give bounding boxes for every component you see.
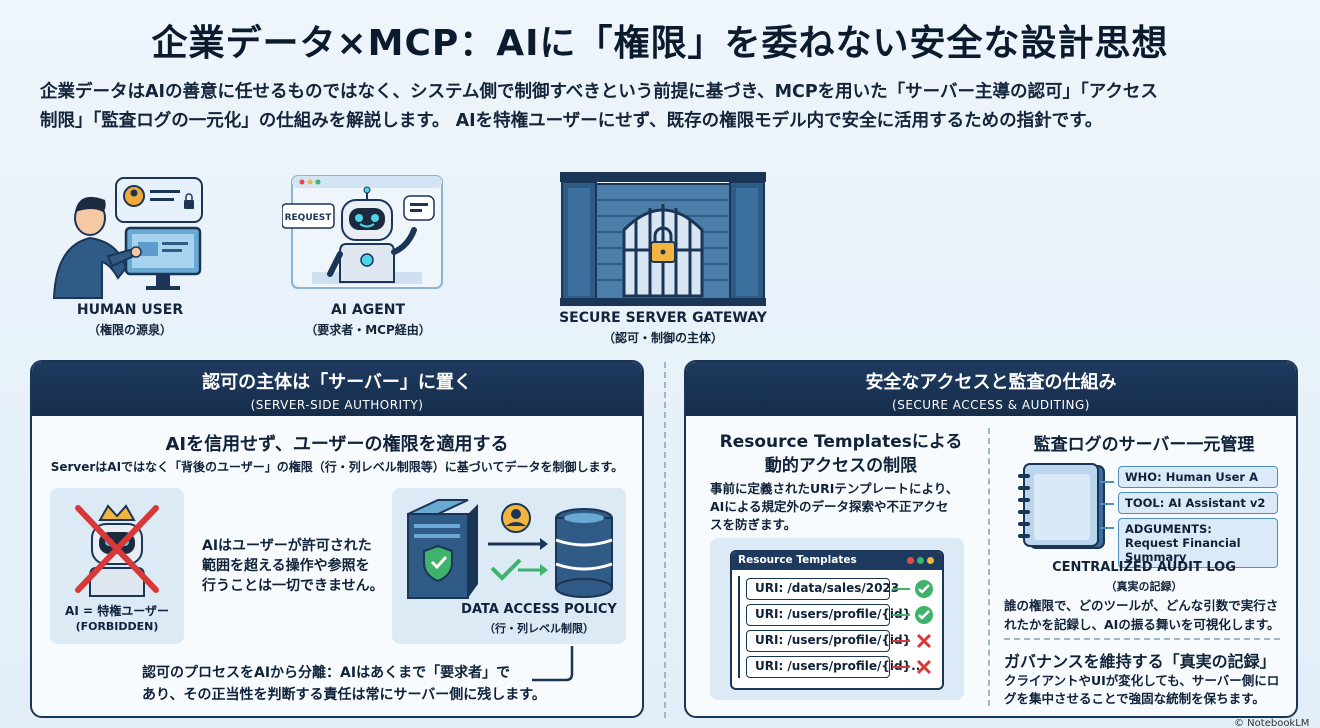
policy-sublabel: （行・列レベル制限） — [484, 622, 594, 635]
middle-line-1: AIはユーザーが許可された — [202, 538, 372, 554]
window-dot-yellow-icon — [927, 557, 934, 564]
cross-icon — [916, 633, 932, 649]
connector-line — [532, 646, 574, 682]
cross-icon — [916, 659, 932, 675]
server-authority-description: ServerはAIではなく「背後のユーザー」の権限（行・列レベル制限等）に基づい… — [50, 460, 624, 474]
rt-desc-line-2: AIによる規定外のデータ探索や不正アクセ — [710, 499, 949, 514]
human-user-caption: HUMAN USER （権限の源泉） — [50, 302, 210, 338]
watermark: © NotebookLM — [1234, 718, 1310, 728]
human-user-label: HUMAN USER — [76, 302, 184, 318]
arrow-line — [892, 640, 910, 642]
middle-line-2: 範囲を超える操作や参照を — [202, 558, 370, 574]
audit-desc-line-1: 誰の権限で、どのツールが、どんな引数で実行さ — [1004, 598, 1279, 613]
audit-divider — [1004, 638, 1280, 640]
ai-agent-caption: AI AGENT （要求者・MCP経由） — [282, 302, 454, 338]
server-authority-subtitle: (SERVER-SIDE AUTHORITY) — [250, 398, 424, 412]
middle-restriction-text: AIはユーザーが許可された 範囲を超える操作や参照を 行うことは一切できません。 — [202, 536, 402, 596]
gateway-icon — [560, 172, 766, 306]
gateway-label: SECURE SERVER GATEWAY — [559, 310, 767, 326]
resource-templates-card: Resource Templates URI: /data/sales/2023… — [710, 538, 964, 700]
ai-agent-illustration: REQUEST — [281, 172, 444, 302]
secure-access-header: 安全なアクセスと監査の仕組み (SECURE ACCESS & AUDITING… — [686, 362, 1296, 416]
ai-agent-icon: REQUEST — [281, 175, 443, 289]
server-authority-title: 認可の主体は「サーバー」に置く — [202, 372, 472, 393]
uri-row: URI: /data/sales/2023 — [746, 578, 940, 604]
policy-label: DATA ACCESS POLICY — [461, 602, 617, 617]
uri-row: URI: /users/profile/{id} — [746, 630, 940, 656]
audit-log-sublabel: （真実の記録） — [1105, 580, 1183, 593]
secure-access-panel: 安全なアクセスと監査の仕組み (SECURE ACCESS & AUDITING… — [684, 360, 1298, 718]
data-access-policy-box: DATA ACCESS POLICY （行・列レベル制限） — [392, 488, 626, 644]
audit-desc-line-2: れたかを記録し、AIの振る舞いを可視化します。 — [1004, 617, 1280, 632]
window-dot-green-icon — [917, 557, 924, 564]
server-authority-header: 認可の主体は「サーバー」に置く (SERVER-SIDE AUTHORITY) — [32, 362, 642, 416]
bottom-line-1: 認可のプロセスをAIから分離：AIはあくまで「要求者」で — [142, 665, 511, 681]
governance-description: クライアントやUIが変化しても、サーバー側にロ グを集中させることで強固な統制を… — [1004, 672, 1294, 708]
window-dot-red-icon — [907, 557, 914, 564]
server-authority-panel: 認可の主体は「サーバー」に置く (SERVER-SIDE AUTHORITY) … — [30, 360, 644, 718]
human-user-sublabel: （権限の源泉） — [87, 323, 172, 337]
uri-row: URI: /users/profile/{id}... — [746, 656, 940, 682]
arrow-line — [892, 588, 910, 590]
server-database-icon — [407, 499, 613, 599]
uri-text: URI: /users/profile/{id} — [746, 630, 911, 652]
gateway-sublabel: （認可・制御の主体） — [602, 331, 723, 345]
inner-divider — [988, 428, 990, 706]
audit-log-heading: 監査ログのサーバー一元管理 — [1033, 435, 1255, 455]
uri-text: URI: /users/profile/{id} — [746, 604, 911, 626]
uri-row: URI: /users/profile/{id} — [746, 604, 940, 630]
check-icon — [915, 580, 933, 598]
log-arguments: ADGUMENTS: Request Financial Summary — [1118, 518, 1278, 568]
audit-log-notebook-icon — [1018, 463, 1114, 549]
page-title: 企業データ×MCP：AIに「権限」を委ねない安全な設計思想 — [151, 23, 1169, 64]
request-bubble-text: REQUEST — [285, 213, 333, 223]
ai-agent-sublabel: （要求者・MCP経由） — [305, 323, 431, 337]
rt-heading-line-1: Resource Templatesによる — [719, 432, 963, 452]
middle-line-3: 行うことは一切できません。 — [202, 578, 384, 594]
rt-window-title: Resource Templates — [738, 554, 857, 566]
uri-list: URI: /data/sales/2023 URI: /users/profil… — [746, 578, 940, 682]
resource-templates-description: 事前に定義されたURIテンプレートにより、 AIによる規定外のデータ探索や不正ア… — [710, 480, 980, 534]
panel-divider — [664, 362, 666, 718]
forbidden-label: AI = 特権ユーザー — [65, 604, 169, 618]
server-authority-heading: AIを信用せず、ユーザーの権限を適用する — [165, 434, 509, 455]
arrow-line — [892, 666, 910, 668]
gov-desc-line-2: グを集中させることで強固な統制を保ちます。 — [1004, 691, 1265, 706]
bottom-separation-text: 認可のプロセスをAIから分離：AIはあくまで「要求者」で あり、その正当性を判断… — [142, 662, 582, 706]
intro-line-2: 制限」「監査ログの一元化」の仕組みを解説します。 AIを特権ユーザーにせず、既存… — [40, 111, 1103, 131]
bottom-line-2: あり、その正当性を判断する責任は常にサーバー側に残します。 — [142, 687, 546, 703]
resource-templates-heading: Resource Templatesによる 動的アクセスの制限 — [696, 430, 986, 478]
audit-log-description: 誰の権限で、どのツールが、どんな引数で実行さ れたかを記録し、AIの振る舞いを可… — [1004, 596, 1294, 634]
forbidden-box: AI = 特権ユーザー (FORBIDDEN) — [50, 488, 184, 644]
uri-tree-line — [738, 576, 748, 678]
forbidden-sublabel: (FORBIDDEN) — [75, 620, 159, 633]
secure-access-title: 安全なアクセスと監査の仕組み — [865, 372, 1117, 393]
check-icon — [915, 606, 933, 624]
ai-agent-label: AI AGENT — [330, 302, 406, 318]
log-args-line-1: ADGUMENTS: — [1125, 522, 1212, 536]
secure-access-subtitle: (SECURE ACCESS & AUDITING) — [892, 398, 1090, 412]
audit-log-label: CENTRALIZED AUDIT LOG — [1052, 560, 1236, 575]
arrow-line — [892, 614, 910, 616]
uri-text: URI: /data/sales/2023 — [746, 578, 899, 600]
human-user-illustration — [50, 172, 210, 302]
intro-line-1: 企業データはAIの善意に任せるものではなく、システム側で制御すべきという前提に基… — [40, 82, 1158, 102]
log-tool: TOOL: AI Assistant v2 — [1118, 492, 1278, 514]
resource-templates-window: Resource Templates URI: /data/sales/2023… — [730, 550, 944, 690]
governance-heading: ガバナンスを維持する「真実の記録」 — [1004, 652, 1276, 671]
uri-text: URI: /users/profile/{id}... — [746, 656, 925, 678]
intro-text: 企業データはAIの善意に任せるものではなく、システム側で制御すべきという前提に基… — [40, 78, 1290, 136]
gateway-caption: SECURE SERVER GATEWAY （認可・制御の主体） — [540, 310, 786, 346]
log-args-line-2: Request Financial Summary — [1125, 536, 1241, 564]
gov-desc-line-1: クライアントやUIが変化しても、サーバー側にロ — [1004, 673, 1280, 688]
forbidden-robot-icon — [75, 504, 159, 597]
rt-heading-line-2: 動的アクセスの制限 — [764, 456, 918, 476]
log-who: WHO: Human User A — [1118, 466, 1278, 488]
rt-desc-line-3: スを防ぎます。 — [710, 517, 797, 532]
human-user-icon — [52, 177, 203, 299]
rt-window-titlebar: Resource Templates — [732, 552, 942, 570]
rt-desc-line-1: 事前に定義されたURIテンプレートにより、 — [710, 481, 959, 496]
gateway-illustration — [560, 170, 766, 308]
